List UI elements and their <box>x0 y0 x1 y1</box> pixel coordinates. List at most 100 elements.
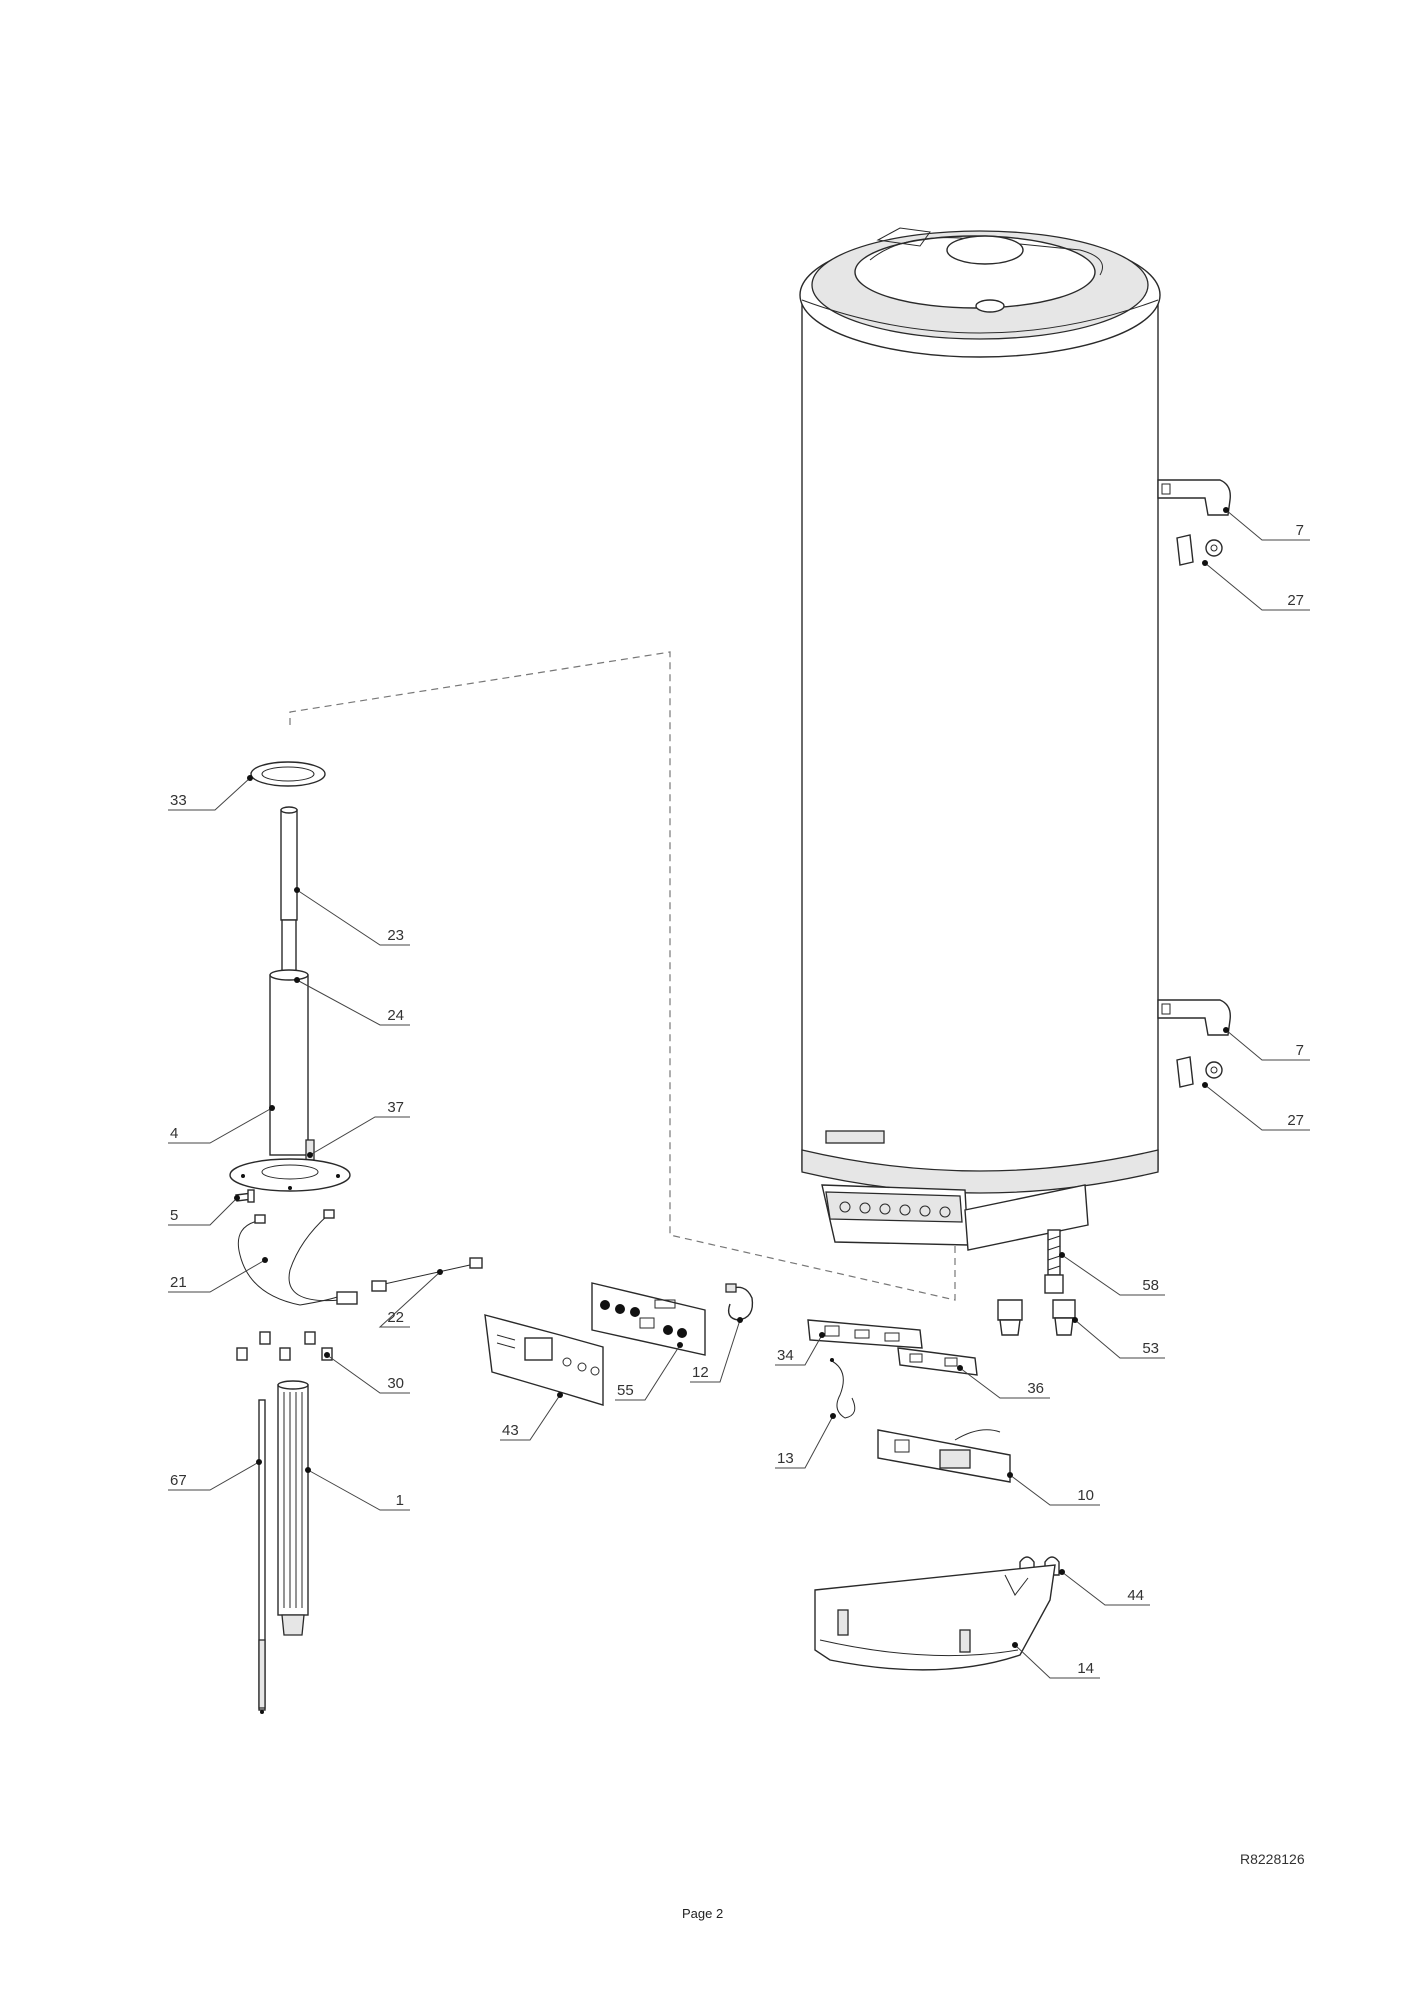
callout-label-30: 30 <box>387 1375 404 1392</box>
page-number: Page 2 <box>682 1906 724 1921</box>
assembly-dashed-line <box>289 651 956 1301</box>
callout-dot-27 <box>1202 1082 1208 1088</box>
callout-label-21: 21 <box>170 1274 187 1291</box>
callout-label-13: 13 <box>777 1450 794 1467</box>
callout-label-27: 27 <box>1287 592 1304 609</box>
drawing-reference: R8228126 <box>1240 1851 1305 1867</box>
flange-plate <box>229 1158 351 1192</box>
callout-leader-27 <box>1204 1084 1310 1131</box>
callout-dot-4 <box>269 1105 275 1111</box>
wall-plug-lower <box>1176 1056 1223 1088</box>
callout-dot-34 <box>819 1332 825 1338</box>
callout-leader-36 <box>959 1367 1050 1399</box>
callout-dot-1 <box>305 1467 311 1473</box>
callout-label-67: 67 <box>170 1472 187 1489</box>
callout-leader-10 <box>1009 1474 1100 1506</box>
callout-leader-23 <box>296 889 410 946</box>
callout-group: 7277275853332324374521223067143551234361… <box>168 507 1310 1679</box>
callout-leader-67 <box>168 1461 260 1491</box>
callout-leader-53 <box>1074 1319 1165 1359</box>
callout-dot-22 <box>437 1269 443 1275</box>
callout-label-37: 37 <box>387 1099 404 1116</box>
relay-board <box>877 1429 1011 1483</box>
callout-label-4: 4 <box>170 1125 178 1142</box>
sensor-cable <box>829 1358 856 1419</box>
water-heater-tank <box>799 227 1161 1251</box>
callout-dot-14 <box>1012 1642 1018 1648</box>
gasket-ring <box>250 761 326 787</box>
pipe-fitting-right <box>1052 1299 1076 1336</box>
callout-leader-37 <box>309 1116 410 1156</box>
callout-label-22: 22 <box>387 1309 404 1326</box>
callout-label-27: 27 <box>1287 1112 1304 1129</box>
callout-leader-12 <box>690 1319 741 1383</box>
callout-leader-30 <box>326 1354 410 1394</box>
callout-dot-13 <box>830 1413 836 1419</box>
callout-label-34: 34 <box>777 1347 794 1364</box>
callout-label-58: 58 <box>1142 1277 1159 1294</box>
callout-dot-43 <box>557 1392 563 1398</box>
bottom-cover <box>814 1564 1056 1671</box>
callout-dot-23 <box>294 887 300 893</box>
callout-dot-24 <box>294 977 300 983</box>
display-board <box>807 1319 923 1349</box>
callout-label-5: 5 <box>170 1207 178 1224</box>
front-control-panel <box>484 1314 604 1406</box>
callout-label-7: 7 <box>1296 1042 1304 1059</box>
wiring-loom <box>237 1209 358 1306</box>
callout-leader-13 <box>775 1415 834 1469</box>
ribbon-connector <box>725 1283 754 1321</box>
callout-leader-22 <box>378 1271 441 1328</box>
callout-leader-55 <box>615 1344 681 1401</box>
callout-leader-21 <box>168 1259 266 1293</box>
callout-label-10: 10 <box>1077 1487 1094 1504</box>
callout-label-24: 24 <box>387 1007 404 1024</box>
pipe-fitting-left <box>997 1299 1023 1336</box>
callout-label-55: 55 <box>617 1382 634 1399</box>
callout-leader-7 <box>1225 1029 1310 1061</box>
heating-element <box>277 1380 309 1636</box>
safety-valve <box>1044 1229 1064 1294</box>
callout-dot-33 <box>247 775 253 781</box>
callout-dot-5 <box>234 1195 240 1201</box>
earth-screw <box>235 1189 255 1203</box>
callout-leader-4 <box>168 1107 273 1144</box>
callout-leader-27 <box>1204 562 1310 611</box>
callout-dot-37 <box>307 1152 313 1158</box>
callout-label-33: 33 <box>170 792 187 809</box>
callout-leader-7 <box>1225 509 1310 541</box>
callout-dot-67 <box>256 1459 262 1465</box>
callout-dot-55 <box>677 1342 683 1348</box>
callout-label-1: 1 <box>396 1492 404 1509</box>
callout-dot-53 <box>1072 1317 1078 1323</box>
callout-dot-7 <box>1223 1027 1229 1033</box>
callout-leader-24 <box>296 979 410 1026</box>
callout-dot-12 <box>737 1317 743 1323</box>
fixing-nuts <box>236 1331 333 1361</box>
callout-dot-21 <box>262 1257 268 1263</box>
callout-dot-36 <box>957 1365 963 1371</box>
callout-leader-44 <box>1061 1571 1150 1606</box>
callout-label-14: 14 <box>1077 1660 1094 1677</box>
callout-label-44: 44 <box>1127 1587 1144 1604</box>
anode-rod <box>280 806 298 921</box>
callout-label-7: 7 <box>1296 522 1304 539</box>
callout-dot-10 <box>1007 1472 1013 1478</box>
callout-dot-58 <box>1059 1252 1065 1258</box>
sheath-tube <box>269 919 309 1156</box>
callout-dot-30 <box>324 1352 330 1358</box>
callout-dot-27 <box>1202 560 1208 566</box>
wall-plug-upper <box>1176 534 1223 566</box>
callout-leader-58 <box>1061 1254 1165 1296</box>
callout-leader-14 <box>1014 1644 1100 1679</box>
callout-leader-34 <box>775 1334 823 1366</box>
callout-label-23: 23 <box>387 927 404 944</box>
callout-dot-44 <box>1059 1569 1065 1575</box>
wall-bracket-lower <box>1157 999 1231 1036</box>
callout-leader-33 <box>168 777 251 811</box>
callout-leader-43 <box>500 1394 561 1441</box>
callout-label-53: 53 <box>1142 1340 1159 1357</box>
control-pcb <box>591 1282 706 1356</box>
callout-label-36: 36 <box>1027 1380 1044 1397</box>
